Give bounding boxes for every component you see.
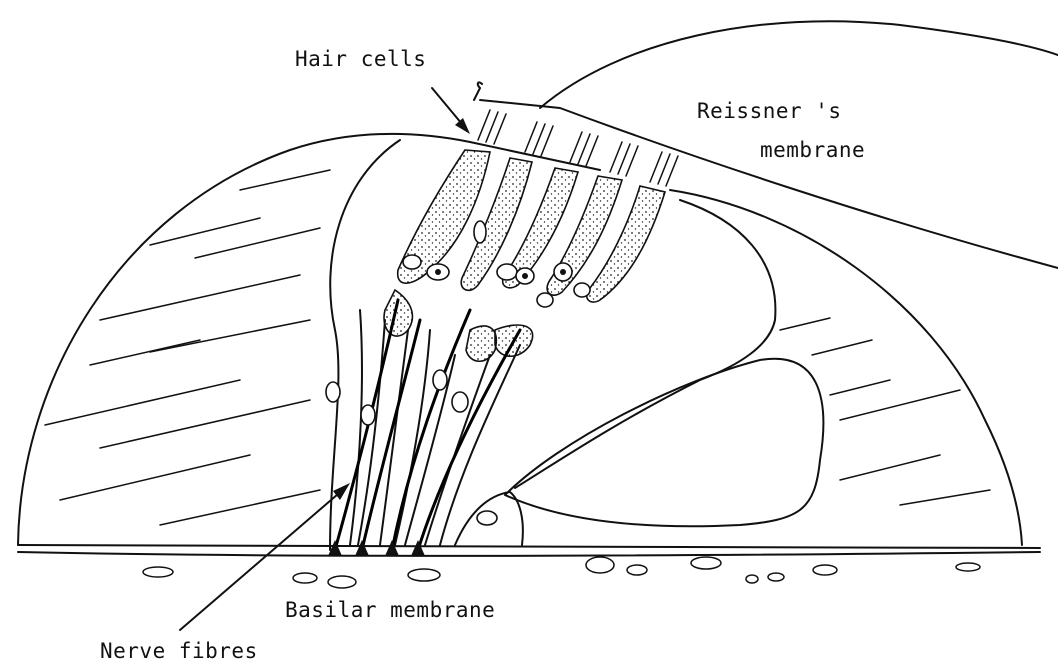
hair-cell-group	[384, 150, 665, 361]
nerve-fibres-label: Nerve fibres	[100, 639, 258, 663]
nerve-endings	[328, 540, 425, 556]
basilar-membrane	[18, 545, 1040, 556]
hair-cells-arrow	[432, 88, 470, 134]
pillar-nucleus	[477, 511, 497, 525]
right-hatching	[780, 318, 990, 505]
reissner-label-line1: Reissner 's	[697, 99, 842, 123]
reissner-membrane-upper	[540, 21, 1058, 108]
lower-cavity	[505, 359, 823, 527]
basilar-membrane-label: Basilar membrane	[285, 598, 495, 622]
reissner-label-line2: membrane	[760, 138, 865, 162]
supporting-cell-2	[466, 326, 496, 361]
hair-cells-label: Hair cells	[295, 47, 426, 71]
left-hatching	[45, 170, 330, 525]
subbasilar-cells	[143, 557, 980, 588]
